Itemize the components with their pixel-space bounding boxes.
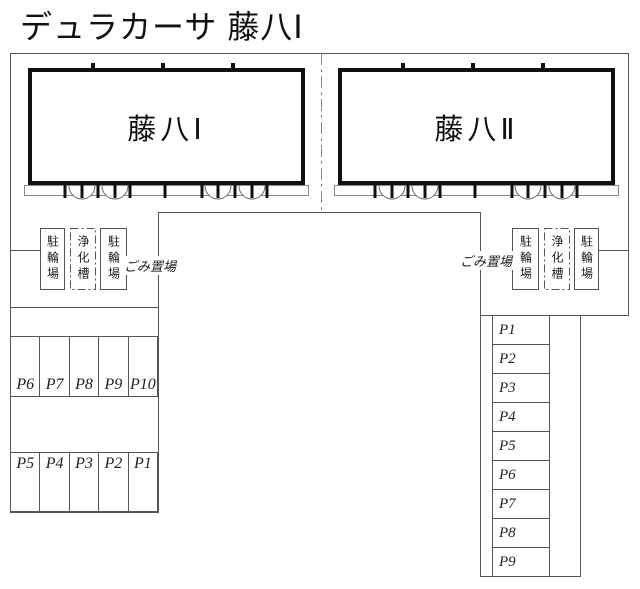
boundary-top: [10, 53, 629, 54]
bicycle-parking-label: 駐輪場: [45, 235, 60, 283]
parking-stall-right-p5: P5: [493, 432, 549, 461]
walkway-line-left: [10, 307, 159, 308]
bicycle-parking-right-2: 駐輪場: [574, 228, 599, 290]
septic-tank-label: 浄化槽: [550, 235, 564, 283]
parking-stall-p8: P8: [70, 337, 100, 396]
boundary-right-outer: [628, 53, 629, 316]
boundary-right-inner: [580, 315, 581, 577]
parking-stall-p2: P2: [99, 453, 129, 511]
boundary-step: [480, 315, 629, 316]
septic-tank-left: 浄化槽: [70, 228, 96, 290]
parking-stall-p5: P5: [11, 453, 41, 511]
parking-row-lower: P5 P4 P3 P2 P1: [10, 452, 158, 512]
page-title: デュラカーサ 藤八Ⅰ: [20, 9, 304, 45]
courtyard-left-edge: [158, 212, 159, 513]
garbage-area-label-right: ごみ置場: [458, 251, 515, 270]
bicycle-parking-left-1: 駐輪場: [40, 228, 65, 290]
parking-column-right: P1 P2 P3 P4 P5 P6 P7 P8 P9: [492, 315, 550, 577]
parking-stall-right-p2: P2: [493, 345, 549, 374]
bicycle-parking-label: 駐輪場: [579, 235, 594, 283]
parking-stall-right-p9: P9: [499, 553, 516, 570]
boundary-left: [10, 53, 11, 513]
parking-stall-p1: P1: [133, 455, 152, 472]
parking-stall-right-p4: P4: [493, 403, 549, 432]
building-1-label: 藤八Ⅰ: [127, 113, 206, 146]
parking-row-upper: P6 P7 P8 P9 P10: [10, 336, 158, 397]
parking-stall-p3: P3: [70, 453, 100, 511]
parking-stall-right-p8: P8: [493, 519, 549, 548]
fence-tick-left: [10, 250, 40, 251]
parking-stall-p10: P10: [129, 376, 156, 393]
parking-stall-p9: P9: [99, 337, 129, 396]
parking-stall-p6: P6: [11, 337, 41, 396]
fence-tick-right: [598, 250, 629, 251]
veranda-building-1: [24, 185, 309, 196]
building-fujihachi-1: 藤八Ⅰ: [28, 68, 305, 185]
parking-stall-right-p7: P7: [493, 490, 549, 519]
courtyard-right-edge: [480, 212, 481, 577]
garbage-area-label-left: ごみ置場: [122, 256, 179, 275]
bicycle-parking-right-1: 駐輪場: [512, 228, 539, 290]
building-2-label: 藤八Ⅱ: [434, 113, 519, 146]
septic-tank-right: 浄化槽: [544, 228, 570, 290]
septic-tank-label: 浄化槽: [76, 235, 90, 283]
veranda-building-2: [334, 185, 619, 196]
bicycle-parking-label: 駐輪場: [518, 235, 533, 283]
parking-stall-right-p3: P3: [493, 374, 549, 403]
parking-stall-p4: P4: [40, 453, 70, 511]
parking-stall-right-p1: P1: [493, 316, 549, 345]
bicycle-parking-label: 駐輪場: [106, 235, 121, 283]
parking-stall-p7: P7: [40, 337, 70, 396]
courtyard-top-edge: [158, 212, 481, 213]
building-fujihachi-2: 藤八Ⅱ: [338, 68, 615, 185]
boundary-bottom-left: [10, 512, 159, 513]
parking-stall-right-p6: P6: [493, 461, 549, 490]
